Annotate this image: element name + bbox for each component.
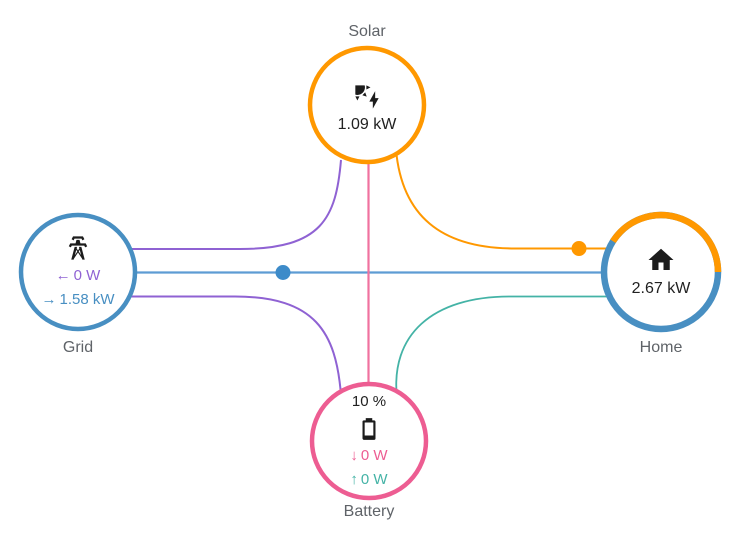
home-node[interactable]: 2.67 kW: [604, 215, 718, 329]
solar-to-home-flow-dot: [571, 241, 587, 256]
solar-ring: [307, 45, 427, 165]
battery-ring: [309, 381, 429, 501]
flow-line-battery-to-home: [395, 295, 630, 399]
grid-label: Grid: [62, 339, 94, 356]
grid-return-row: ← 0 W: [56, 266, 101, 286]
solar-value: 1.09 kW: [337, 116, 397, 133]
grid-ring: [18, 212, 138, 332]
grid-node[interactable]: ← 0 W → 1.58 kW: [21, 215, 135, 329]
home-icon: [648, 248, 674, 270]
solar-label: Solar: [348, 23, 386, 40]
arrow-right-icon: →: [41, 291, 57, 308]
home-ring-solar-segment: [610, 211, 722, 273]
arrow-left-icon: ←: [55, 267, 71, 284]
battery-outline-icon: [362, 418, 376, 440]
battery-soc: 10 %: [351, 393, 387, 410]
battery-charge-row: ↓ 0 W: [350, 446, 387, 466]
arrow-up-icon: ↑: [350, 471, 358, 488]
home-label: Home: [639, 339, 683, 356]
battery-discharge-row: ↑ 0 W: [350, 470, 387, 490]
grid-return-value: 0 W: [73, 267, 101, 284]
grid-consumption-row: → 1.58 kW: [41, 290, 114, 310]
battery-discharge-value: 0 W: [360, 471, 388, 488]
battery-label: Battery: [343, 503, 395, 520]
solar-node[interactable]: 1.09 kW: [310, 48, 424, 162]
flow-line-grid-to-battery: [110, 295, 342, 396]
home-value: 2.67 kW: [631, 280, 691, 297]
battery-charge-value: 0 W: [360, 447, 388, 464]
grid-consumption-value: 1.58 kW: [59, 291, 115, 308]
arrow-down-icon: ↓: [350, 447, 358, 464]
transmission-tower-icon: [68, 236, 88, 260]
flow-line-solar-to-grid: [110, 159, 342, 250]
grid-to-home-flow-dot: [275, 265, 291, 280]
flow-line-solar-to-home: [395, 149, 630, 250]
battery-node[interactable]: 10 % ↓ 0 W ↑ 0 W: [312, 384, 426, 498]
solar-power-icon: [355, 85, 379, 109]
